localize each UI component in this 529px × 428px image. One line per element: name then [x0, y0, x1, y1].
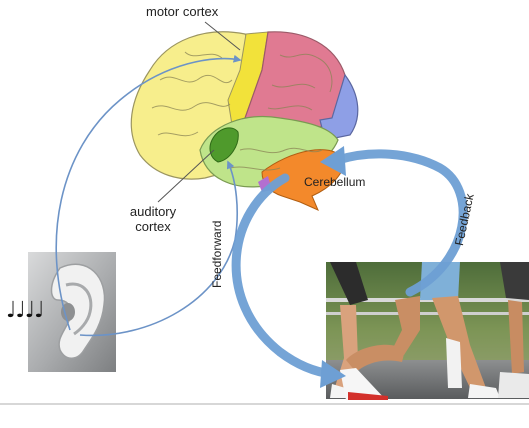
auditory-cortex-label: auditory cortex [118, 204, 188, 234]
auditory-label-line2: cortex [118, 219, 188, 234]
feedforward-label: Feedforward [210, 221, 224, 288]
auditory-label-line1: auditory [118, 204, 188, 219]
feedforward-arrow [236, 178, 332, 374]
bottom-divider [0, 403, 529, 405]
music-notes-icon: ♩♩♩♩ [6, 298, 44, 323]
motor-cortex-label: motor cortex [146, 4, 218, 19]
cerebellum-label: Cerebellum [304, 175, 365, 190]
